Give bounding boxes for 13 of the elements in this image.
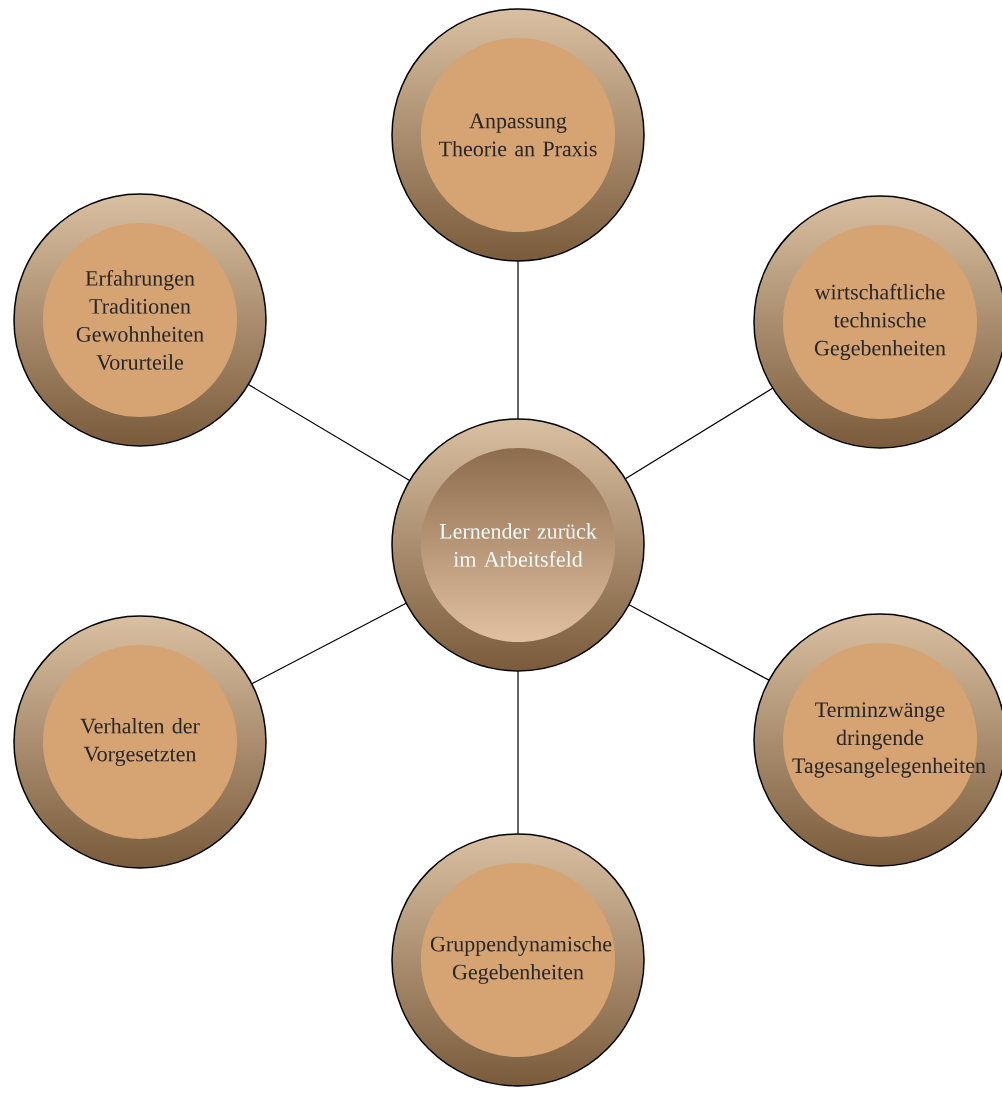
circle-node: Verhalten der Vorgesetzten [13,615,267,869]
connector-line [251,602,407,685]
connector-line [247,383,411,482]
connector-line [624,387,774,480]
circle-node: Gruppendynamische Gegebenheiten [391,833,645,1087]
connector-line [628,604,770,681]
circle-node: Terminzwänge dringende Tagesangelegenheiten [753,613,1002,867]
circle-node: Lernender zurück im Arbeitsfeld [391,418,645,672]
circle-node: Anpassung Theorie an Praxis [391,8,645,262]
connector-line [517,260,519,420]
connector-line [517,670,519,835]
circle-node: Erfahrungen Traditionen Gewohnheiten Vorurteile [13,193,267,447]
circle-node: wirtschaftliche technische Gegebenheiten [753,195,1002,449]
